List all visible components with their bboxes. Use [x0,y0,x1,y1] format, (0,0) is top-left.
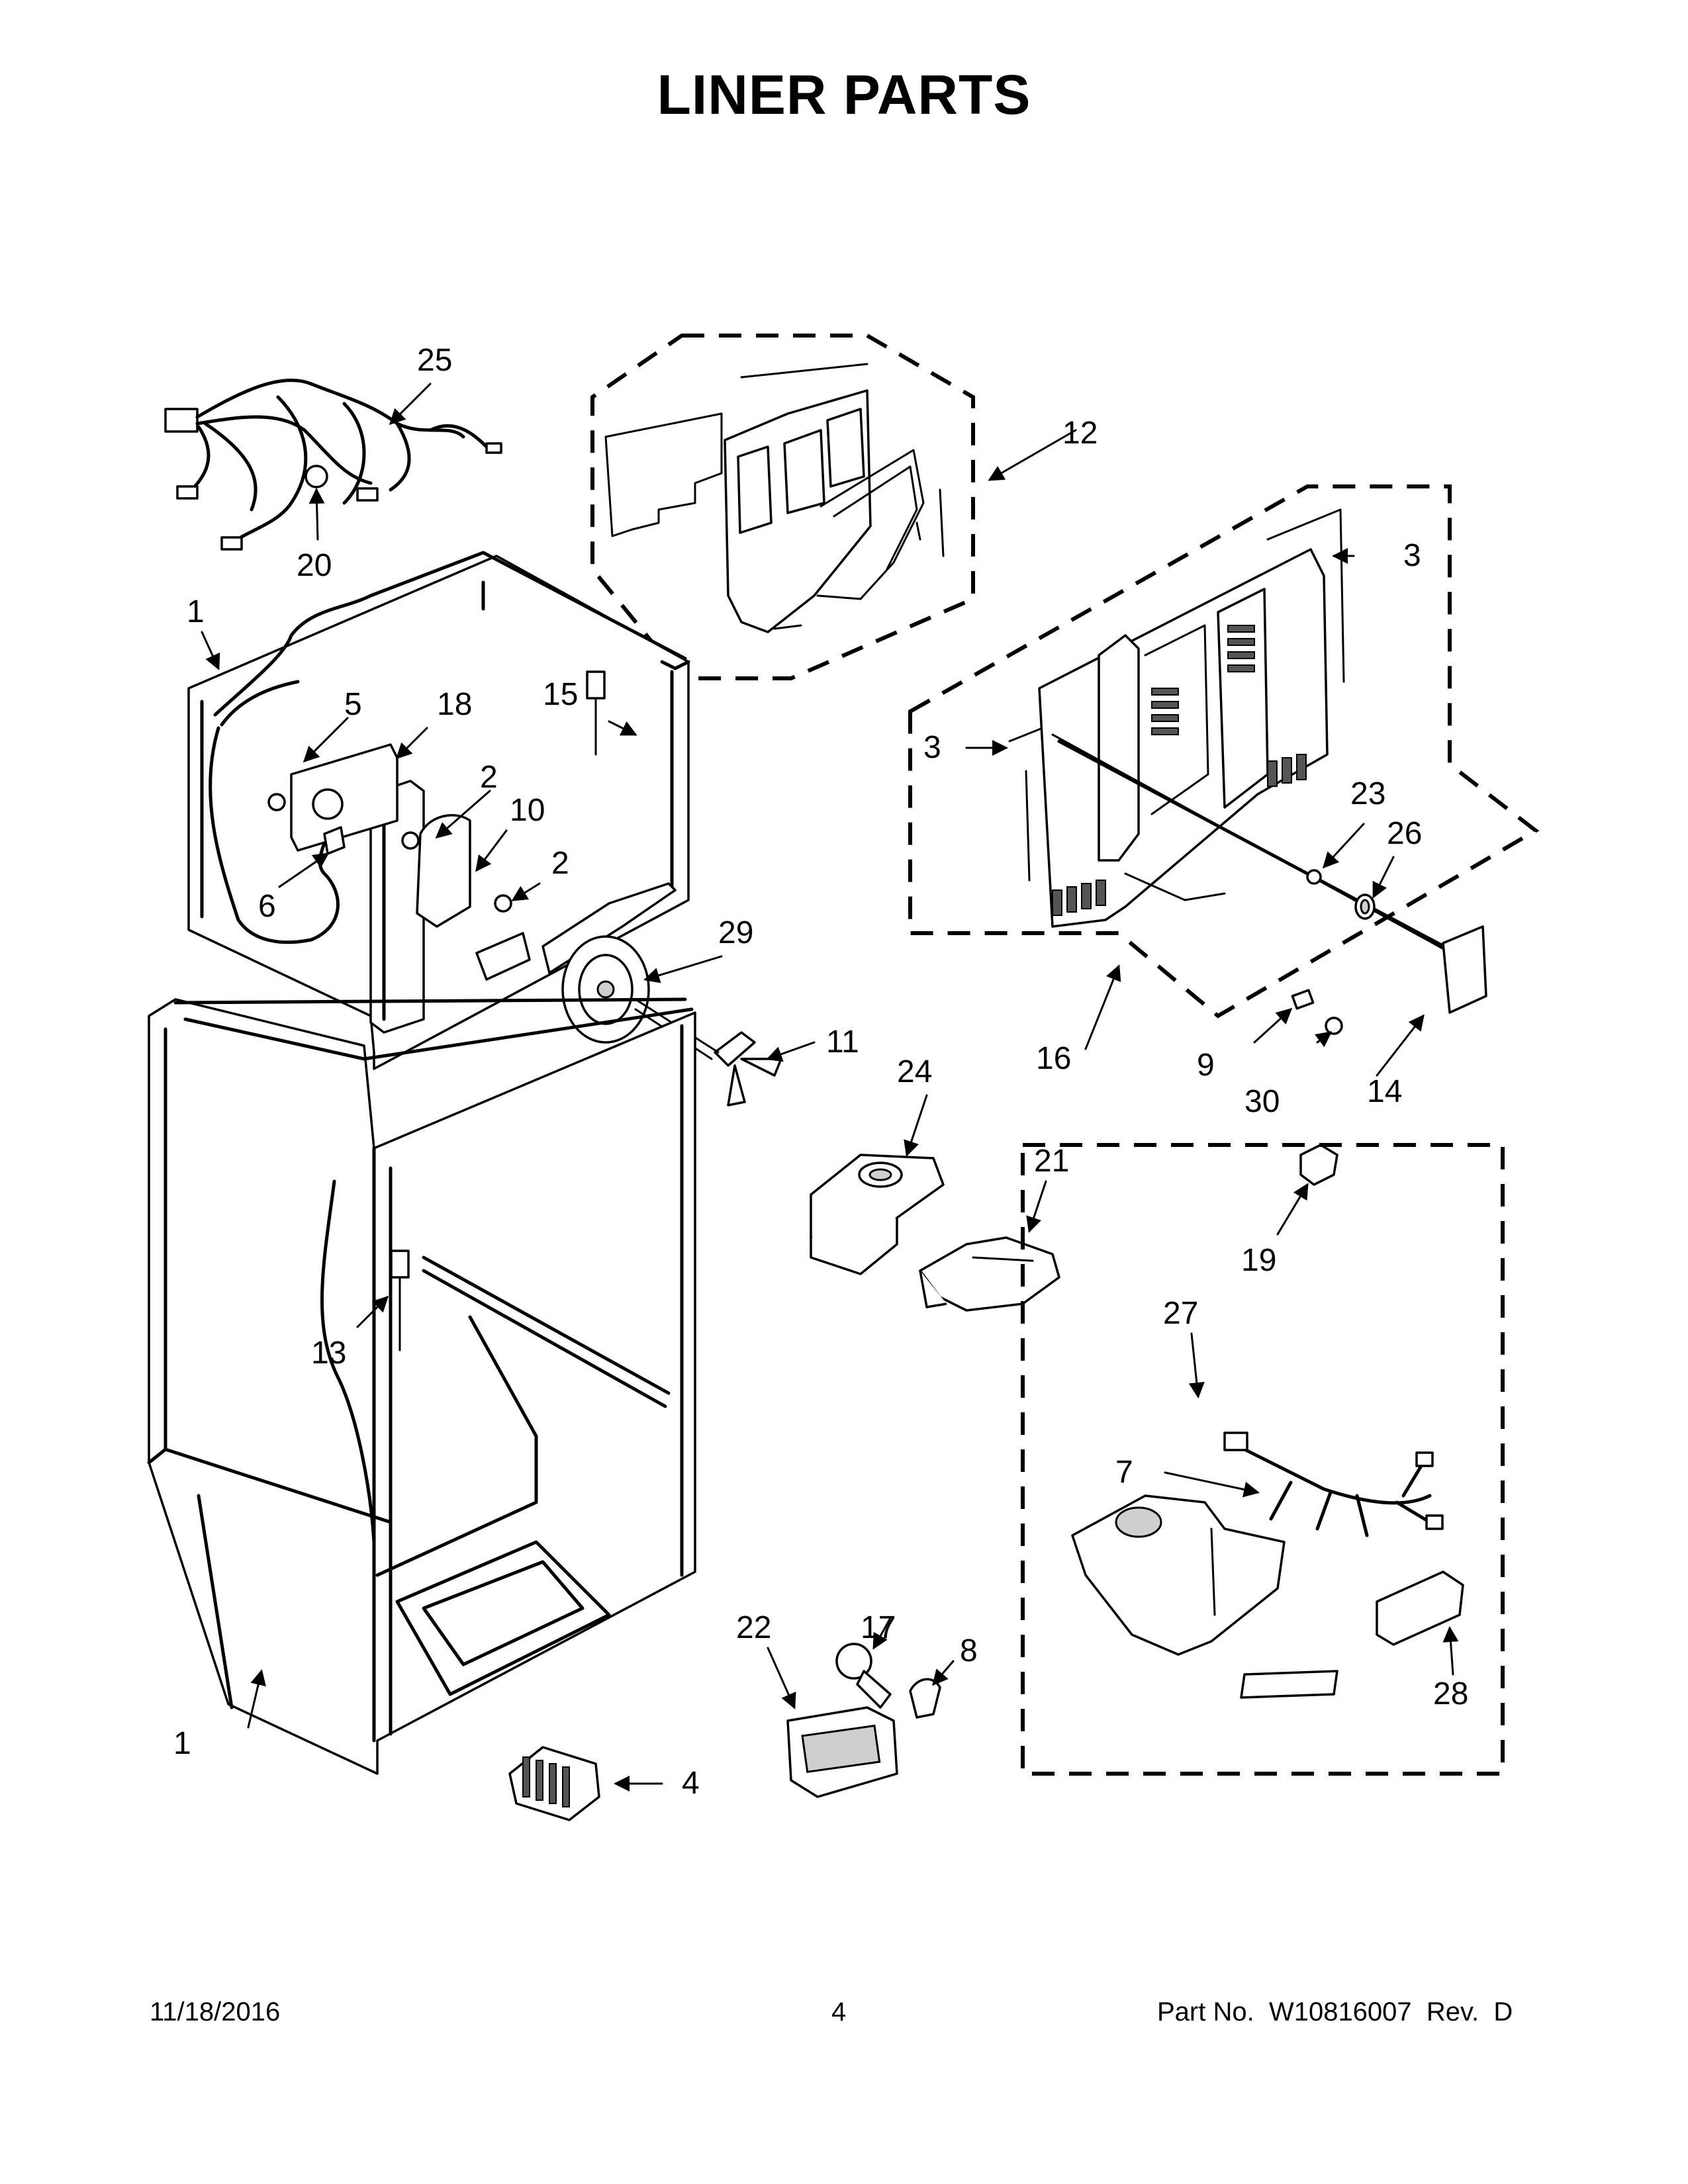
callout-5: 5 [344,687,362,722]
callout-11: 11 [826,1024,859,1060]
callout-4: 4 [682,1766,700,1801]
part-group-12 [590,334,975,680]
part-4 [508,1746,600,1821]
callout-29: 29 [718,915,753,950]
callout-24: 24 [897,1054,932,1089]
callout-2-lower: 2 [551,846,569,881]
callout-3-left: 3 [923,730,941,765]
page-title: LINER PARTS [657,64,1031,126]
callout-28: 28 [1433,1676,1468,1711]
leader-lines [201,383,1459,1792]
callout-17: 17 [861,1610,896,1645]
callout-21: 21 [1034,1144,1069,1179]
callout-3-right: 3 [1403,538,1421,573]
footer-date: 11/18/2016 [150,1997,281,2026]
wire-harness-25 [164,379,502,551]
part-group-27 [1021,1143,1505,1776]
callout-14: 14 [1367,1074,1402,1109]
callout-30: 30 [1244,1084,1280,1119]
fresh-food-liner-1 [147,997,696,1775]
callout-15: 15 [543,677,578,712]
part-19 [1299,1144,1338,1186]
callout-23: 23 [1350,776,1385,811]
freezer-liner-1 [187,551,690,1070]
callout-20: 20 [297,548,332,583]
callout-1-lower: 1 [173,1726,191,1761]
callout-6: 6 [258,889,276,924]
callout-7: 7 [1115,1455,1133,1490]
part-24 [810,1154,945,1275]
callout-19: 19 [1241,1243,1276,1278]
callout-12: 12 [1062,416,1098,451]
callout-1-upper: 1 [187,594,205,629]
small-parts-right [1291,869,1487,1035]
footer-page-number: 4 [831,1997,847,2026]
callout-9: 9 [1197,1048,1215,1083]
callout-8: 8 [960,1633,978,1668]
part-21 [919,1236,1060,1312]
callout-18: 18 [437,687,472,722]
part-group-16 [908,484,1540,1019]
callout-2-upper: 2 [480,760,498,795]
callout-16: 16 [1036,1041,1071,1076]
callout-27: 27 [1163,1296,1198,1331]
callout-22: 22 [736,1610,771,1645]
footer-part-number: Part No. W10816007 Rev. D [1157,1997,1513,2026]
parts-22-17-8 [786,1643,941,1798]
callout-10: 10 [510,793,545,828]
callout-25: 25 [417,343,452,378]
callout-26: 26 [1387,816,1422,851]
fan-assembly-29 [561,935,782,1107]
callout-13: 13 [311,1336,346,1371]
callout-labels: 1 1 2 2 3 3 4 5 6 7 8 9 10 11 12 13 14 1… [173,343,1468,1801]
